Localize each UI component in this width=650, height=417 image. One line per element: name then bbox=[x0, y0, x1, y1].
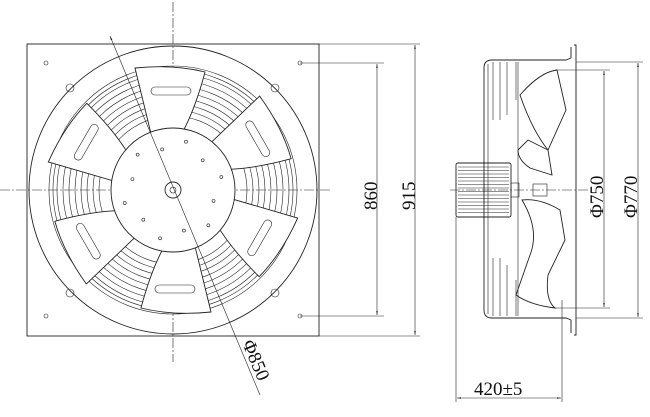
hub-hole bbox=[130, 177, 135, 181]
motor-fins bbox=[458, 166, 509, 213]
blade-slot bbox=[245, 120, 271, 157]
hub-hole bbox=[211, 199, 216, 203]
hub-hole bbox=[141, 217, 146, 222]
hub-hole bbox=[206, 223, 211, 228]
shaft-boss bbox=[164, 181, 182, 199]
hub-hole bbox=[122, 201, 127, 205]
depth-420-label: 420±5 bbox=[474, 379, 522, 400]
hub-hole bbox=[158, 236, 162, 241]
fan-blade-bottom bbox=[515, 199, 566, 309]
blade-slot bbox=[150, 86, 192, 96]
blade-slot bbox=[247, 219, 273, 256]
blade-slot bbox=[154, 284, 196, 294]
side-view: Φ750 Φ770 420±5 bbox=[450, 44, 643, 402]
diameter-850-label: Φ850 bbox=[237, 337, 273, 384]
height-915-label: 915 bbox=[399, 182, 420, 211]
front-view: Φ850 860 915 bbox=[0, 2, 420, 396]
blade-slot bbox=[75, 223, 101, 260]
diameter-770-label: Φ770 bbox=[621, 176, 642, 218]
fan-blade-top bbox=[519, 69, 567, 151]
fan-blade bbox=[134, 66, 206, 151]
blade-root-top bbox=[517, 139, 553, 176]
hub-hole bbox=[160, 147, 164, 152]
blade-slot bbox=[73, 124, 99, 161]
hub-hole bbox=[135, 152, 140, 157]
hub-hole bbox=[182, 228, 186, 233]
outer-ring bbox=[28, 45, 318, 335]
diameter-leader bbox=[109, 35, 261, 396]
fan-blade bbox=[140, 229, 212, 314]
guard-ribs bbox=[492, 62, 519, 316]
height-860-label: 860 bbox=[361, 182, 382, 211]
hub-hole bbox=[184, 139, 188, 144]
hub-holes bbox=[122, 139, 224, 241]
corner-holes bbox=[43, 60, 303, 319]
diameter-750-label: Φ750 bbox=[587, 176, 608, 218]
housing bbox=[483, 47, 572, 333]
hub-hole bbox=[200, 158, 205, 163]
hub-hole bbox=[219, 175, 224, 179]
